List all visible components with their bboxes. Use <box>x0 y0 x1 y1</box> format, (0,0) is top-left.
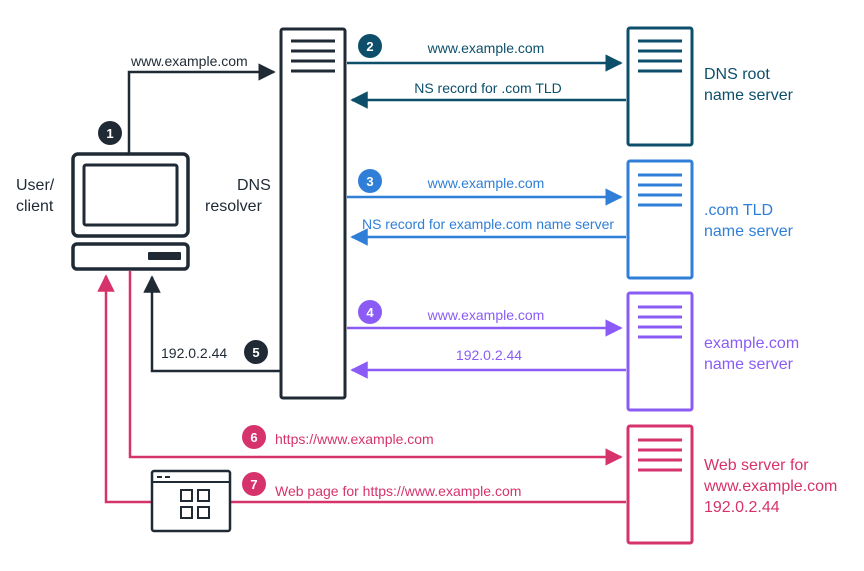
dns-resolver-server-icon <box>279 27 347 400</box>
step6-badge <box>242 425 266 449</box>
tld-server-label-line2: name server <box>704 223 794 240</box>
web-server-icon <box>626 424 694 545</box>
root-server-label-line1: DNS root <box>704 66 770 83</box>
resolver-label-line2: resolver <box>205 198 263 215</box>
web-server-label-line1: Web server for <box>704 457 809 474</box>
step6-label: https://www.example.com <box>275 431 434 447</box>
step4-response-label: 192.0.2.44 <box>456 347 522 363</box>
step2-response-label: NS record for .com TLD <box>414 80 562 96</box>
web-server-label-line2: www.example.com <box>703 478 837 495</box>
web-server-label-line3: 192.0.2.44 <box>704 499 780 516</box>
step6-arrow <box>128 271 623 466</box>
step4-number: 4 <box>366 305 374 320</box>
step7-number: 7 <box>250 477 257 492</box>
step2-badge <box>358 34 382 58</box>
step1-badge <box>98 121 122 145</box>
step3-badge <box>358 169 382 193</box>
auth-server-label-line1: example.com <box>704 335 799 352</box>
auth-server-label-line2: name server <box>704 356 794 373</box>
client-computer-icon <box>71 152 190 271</box>
step5-label: 192.0.2.44 <box>161 345 227 361</box>
step4-badge <box>358 300 382 324</box>
root-server-label-line2: name server <box>704 87 794 104</box>
tld-name-server-icon <box>626 159 694 280</box>
step2-request-label: www.example.com <box>427 40 545 56</box>
step5-number: 5 <box>252 345 259 360</box>
root-name-server-icon <box>626 26 694 147</box>
resolver-label-line1: DNS <box>237 177 271 194</box>
step5-badge <box>244 340 268 364</box>
step1-arrow <box>127 63 276 154</box>
step1-number: 1 <box>106 126 113 141</box>
example-com-name-server-icon <box>626 291 694 412</box>
client-label-line1: User/ <box>16 177 55 194</box>
client-label-line2: client <box>16 198 54 215</box>
step4-request-label: www.example.com <box>427 307 545 323</box>
step3-number: 3 <box>366 174 373 189</box>
step7-badge <box>242 472 266 496</box>
step5-arrow <box>143 275 280 373</box>
step3-request-label: www.example.com <box>427 175 545 191</box>
step1-label: www.example.com <box>130 53 248 69</box>
web-page-icon <box>150 469 232 533</box>
step2-number: 2 <box>366 39 373 54</box>
tld-server-label-line1: .com TLD <box>704 202 773 219</box>
step7-label: Web page for https://www.example.com <box>275 483 521 499</box>
step3-response-label: NS record for example.com name server <box>362 216 614 232</box>
step7-arrow-left-segment <box>97 274 152 504</box>
step6-number: 6 <box>250 430 257 445</box>
